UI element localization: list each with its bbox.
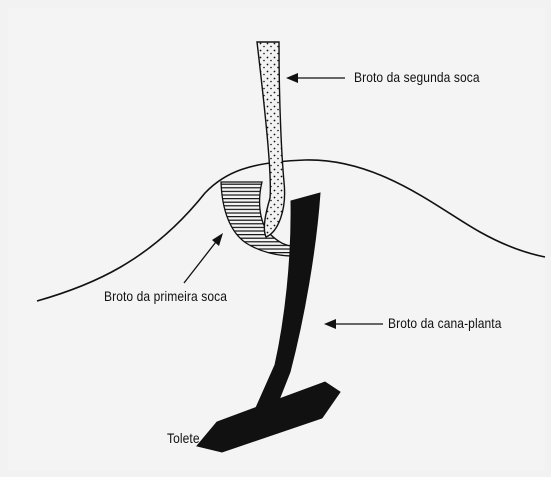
label-plant-cane-sprout: Broto da cana-planta: [388, 315, 502, 331]
label-sett: Tolete: [167, 430, 200, 446]
label-first-ratoon-sprout: Broto da primeira soca: [104, 288, 227, 304]
arrow-first-ratoon: [184, 238, 219, 283]
label-second-ratoon-sprout: Broto da segunda soca: [354, 69, 480, 85]
